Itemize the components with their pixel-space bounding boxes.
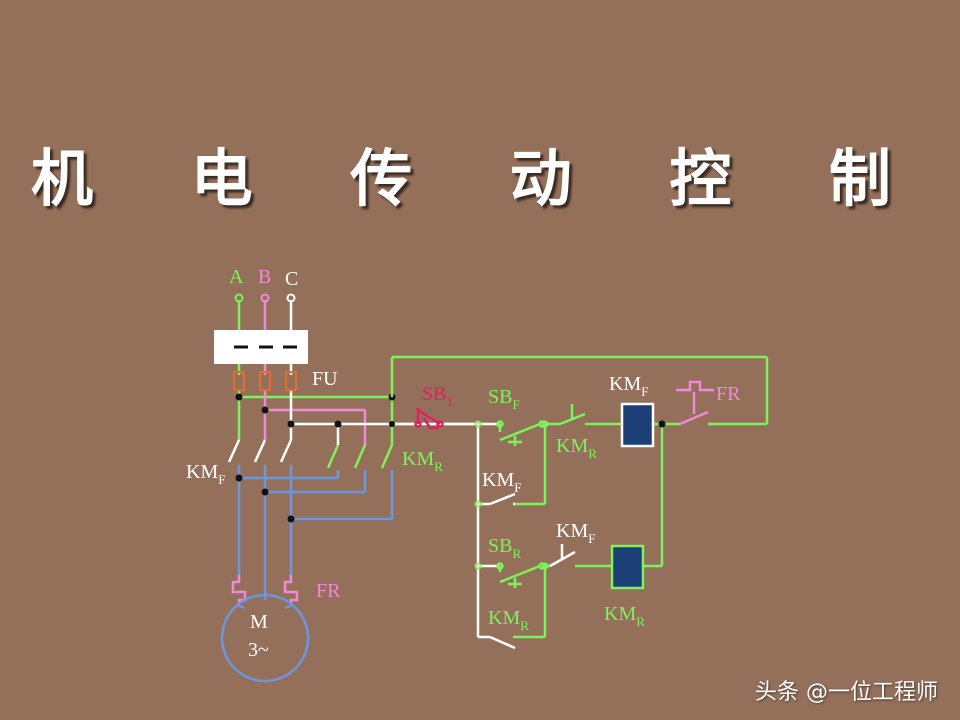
fr-thermal-elements [231, 575, 299, 606]
kmf-main-contacts [227, 439, 293, 463]
sbf-start-button [496, 420, 546, 446]
sbr-start-button [496, 562, 546, 588]
kmf-coil [620, 402, 655, 448]
control-terminals [474, 420, 549, 570]
sbr-label: SBR [488, 535, 521, 561]
kmf-main-label: KMF [186, 461, 225, 487]
fr-control-contact [676, 380, 714, 426]
kmr-hold-label: KMR [488, 607, 529, 633]
fr-control-label: FR [716, 383, 741, 405]
watermark: 头条 @一位工程师 [755, 680, 938, 705]
main-junction-dots [235, 393, 396, 523]
control-junction-dots [389, 420, 666, 428]
kmr-main-label: KMR [402, 448, 443, 474]
sbf-label: SBF [488, 386, 520, 412]
kmf-interlock-contact [549, 544, 576, 568]
kmr-interlock-contact [559, 404, 586, 426]
motor-phase-label: 3~ [248, 639, 269, 661]
kmr-interlock-label: KMR [556, 435, 597, 461]
kmf-hold-label: KMF [482, 469, 521, 495]
motor-symbol [220, 593, 310, 683]
motor-leads [238, 604, 292, 610]
sb1-stop-button [414, 408, 444, 430]
power-terminals [234, 293, 296, 303]
kmf-interlock-label: KMF [556, 520, 595, 546]
phase-b-label: B [258, 266, 271, 288]
kmr-coil-label: KMR [604, 603, 645, 629]
fuse-elements [233, 371, 297, 391]
fu-label: FU [312, 368, 338, 390]
phase-c-label: C [285, 268, 298, 290]
phase-a-label: A [229, 266, 244, 288]
kmr-hold-contact [489, 635, 516, 650]
kmr-main-contacts [326, 444, 394, 469]
motor-m-label: M [250, 611, 268, 633]
kmr-coil [610, 544, 645, 590]
sb1-label: SB1 [422, 383, 453, 409]
fr-main-label: FR [316, 580, 341, 602]
kmf-coil-label: KMF [609, 373, 648, 399]
kmf-hold-contact [489, 492, 516, 506]
motor-feed-lines [237, 465, 394, 600]
page-title: 机 电 传 动 控 制 [31, 142, 929, 215]
